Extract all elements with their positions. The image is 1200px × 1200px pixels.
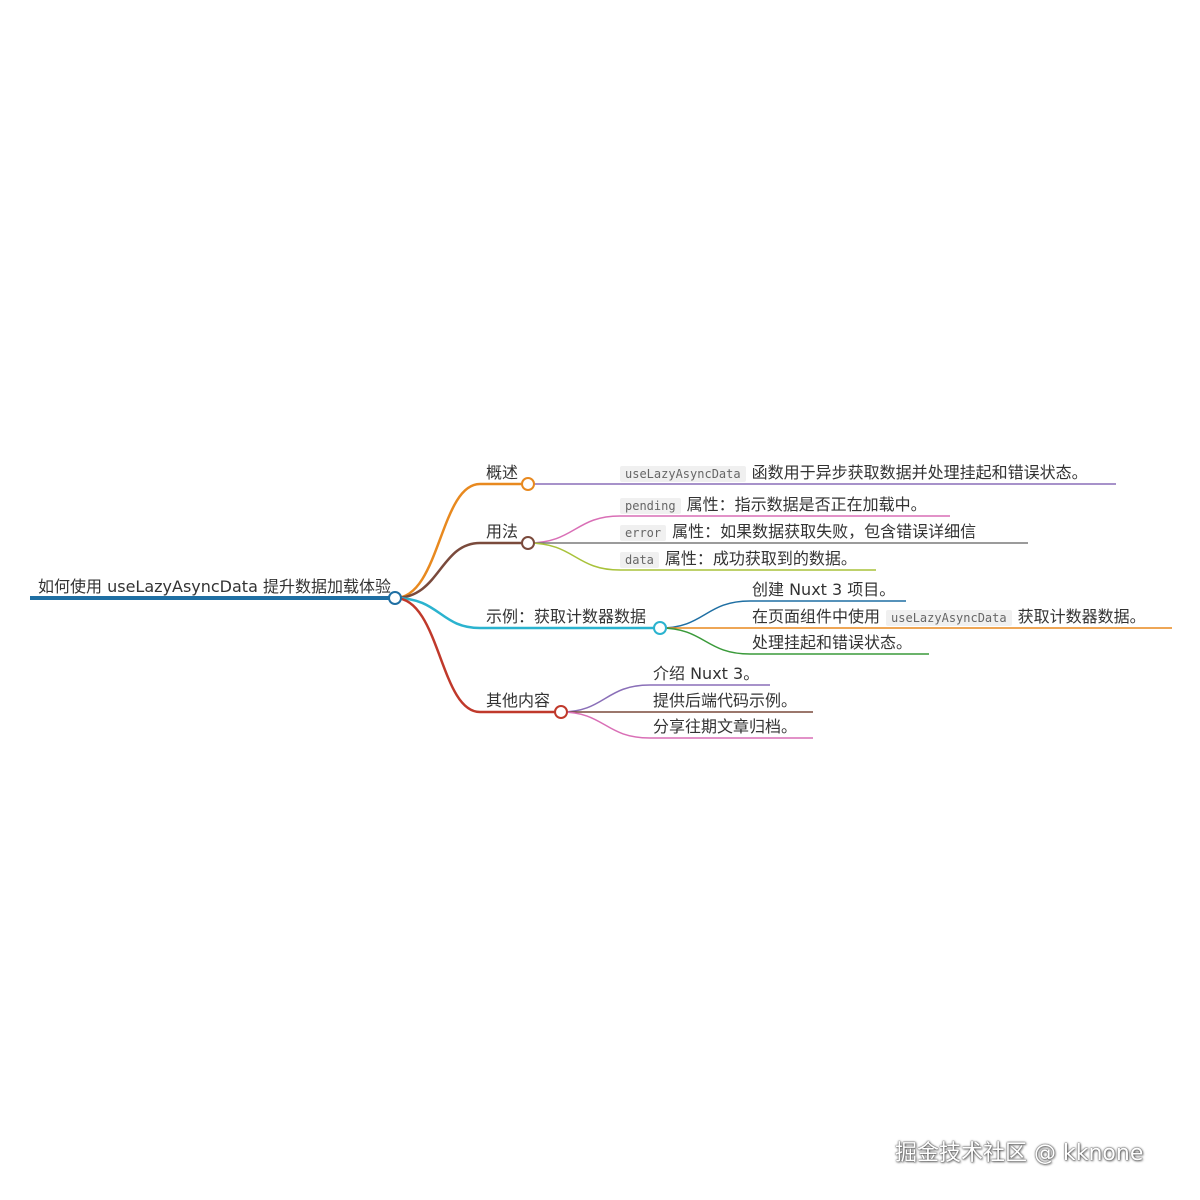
connector-other-intro [560,684,770,713]
branch-example[interactable]: 示例：获取计数器数据 [486,607,647,626]
connector-example [394,596,660,630]
leaf-example-handle[interactable]: 处理挂起和错误状态。 [752,633,913,652]
code-tag: error [620,525,667,541]
branch-usage[interactable]: 用法 [486,522,519,541]
connector-example-handle [659,627,929,655]
leaf-overview-description[interactable]: useLazyAsyncData 函数用于异步获取数据并处理挂起和错误状态。 [620,463,1088,484]
leaf-usage-data[interactable]: data 属性：成功获取到的数据。 [620,549,857,570]
connector-overview [394,482,528,600]
code-tag: data [620,552,659,568]
other-node-toggle[interactable] [554,705,568,719]
overview-node-toggle[interactable] [521,477,535,491]
leaf-example-use[interactable]: 在页面组件中使用 useLazyAsyncData 获取计数器数据。 [752,607,1146,628]
connector-usage-data [527,542,876,571]
leaf-other-archive[interactable]: 分享往期文章归档。 [653,717,798,736]
leaf-other-intro[interactable]: 介绍 Nuxt 3。 [653,664,760,683]
leaf-usage-pending[interactable]: pending 属性：指示数据是否正在加载中。 [620,495,927,516]
code-tag: pending [620,498,681,514]
branch-overview[interactable]: 概述 [486,463,519,482]
leaf-example-create[interactable]: 创建 Nuxt 3 项目。 [752,580,896,599]
code-tag: useLazyAsyncData [886,610,1012,626]
usage-node-toggle[interactable] [521,536,535,550]
leaf-other-backend[interactable]: 提供后端代码示例。 [653,691,798,710]
leaf-text: 函数用于异步获取数据并处理挂起和错误状态。 [751,463,1088,482]
leaf-text: 获取计数器数据。 [1017,607,1146,626]
code-tag: useLazyAsyncData [620,466,746,482]
root-node-toggle[interactable] [388,591,402,605]
leaf-text: 属性：成功获取到的数据。 [664,549,857,568]
example-node-toggle[interactable] [653,621,667,635]
watermark: 掘金技术社区 @ kknone [895,1141,1144,1166]
connector-example-create [659,600,906,629]
leaf-prefix: 在页面组件中使用 [752,607,881,626]
connector-other [394,596,561,714]
leaf-usage-error[interactable]: error 属性：如果数据获取失败，包含错误详细信 [620,522,976,543]
branch-other[interactable]: 其他内容 [486,691,551,710]
root-topic[interactable]: 如何使用 useLazyAsyncData 提升数据加载体验 [38,577,391,596]
connector-other-archive [560,711,813,739]
connector-usage [394,541,528,600]
leaf-text: 属性：指示数据是否正在加载中。 [686,495,927,514]
connector-usage-pending [527,515,950,544]
leaf-text: 属性：如果数据获取失败，包含错误详细信 [672,522,977,541]
